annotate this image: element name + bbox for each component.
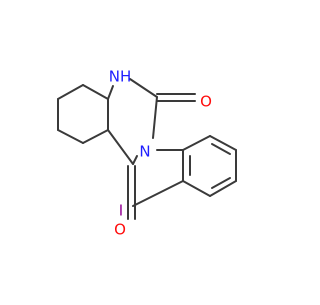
bond bbox=[182, 135, 211, 151]
n3-label: N bbox=[139, 143, 150, 161]
molecule-structure: NH N O O I bbox=[57, 68, 237, 239]
bond bbox=[57, 129, 84, 144]
bond bbox=[107, 129, 134, 165]
atom-label-layer: NH N O O I bbox=[109, 68, 212, 239]
structure-canvas: NH N O O I bbox=[57, 68, 237, 239]
bond bbox=[152, 96, 158, 139]
aromatic-inner-bond bbox=[211, 143, 231, 155]
carbonyl-o2-label: O bbox=[200, 93, 212, 111]
bond bbox=[129, 78, 158, 98]
bond bbox=[107, 85, 114, 100]
bond-layer bbox=[57, 78, 237, 220]
bond bbox=[182, 180, 211, 197]
iodine-label: I bbox=[119, 202, 123, 220]
bond bbox=[82, 129, 109, 144]
bond bbox=[209, 180, 237, 197]
bond bbox=[132, 155, 138, 165]
bond bbox=[209, 135, 237, 151]
aromatic-inner-bond bbox=[211, 177, 231, 189]
bond bbox=[82, 84, 109, 100]
bond bbox=[132, 180, 184, 207]
bond bbox=[57, 84, 84, 100]
carbonyl-o4-label: O bbox=[114, 221, 126, 239]
nh-label: NH bbox=[109, 68, 132, 86]
